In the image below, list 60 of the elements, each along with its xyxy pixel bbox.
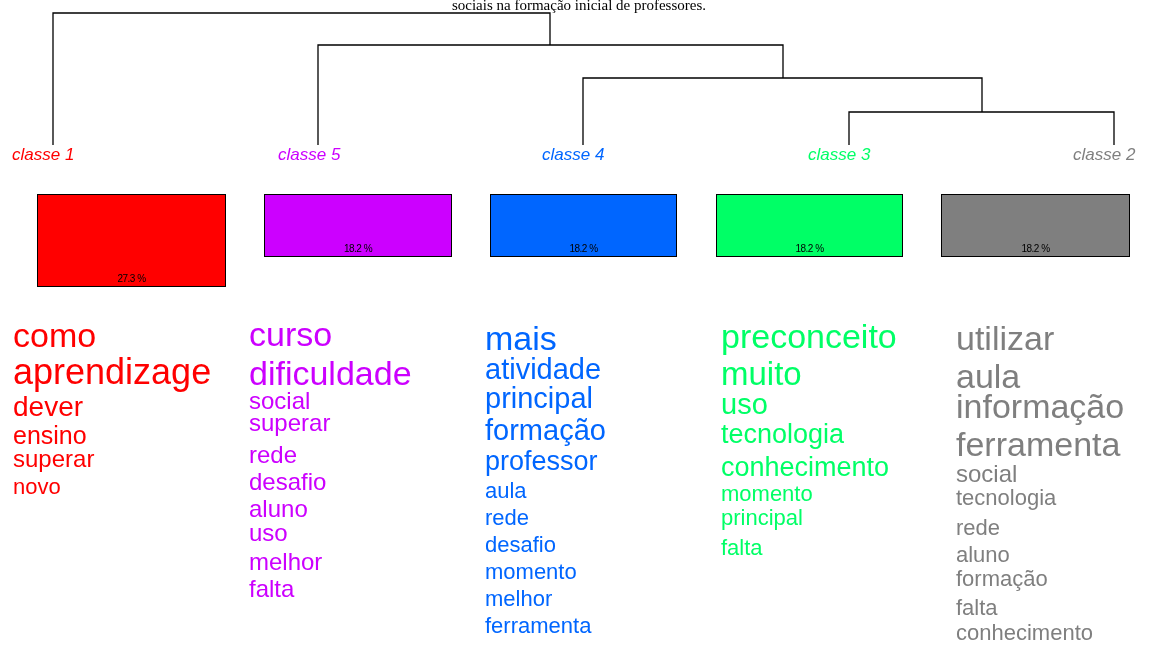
term-word: principal: [485, 384, 593, 414]
class-label: classe 1: [12, 146, 75, 163]
term-word: aula: [485, 479, 527, 502]
title: sociais na formação inicial de professores.: [450, 0, 708, 13]
term-word: momento: [721, 482, 813, 505]
term-word: uso: [721, 390, 768, 420]
percentage-label: 18.2 %: [568, 244, 599, 254]
term-word: social: [249, 388, 311, 413]
term-word: muito: [721, 356, 802, 390]
term-word: rede: [956, 516, 1001, 539]
term-word: atividade: [485, 355, 602, 385]
term-word: conhecimento: [721, 454, 890, 482]
percentage-label: 27.3 %: [116, 274, 147, 284]
percentage-label: 18.2 %: [342, 244, 374, 254]
term-word: aprendizage: [13, 354, 212, 391]
term-word: melhor: [485, 587, 553, 610]
term-word: professor: [485, 448, 598, 476]
term-word: novo: [13, 475, 61, 498]
class-bar: [716, 194, 903, 257]
class-label: classe 2: [1073, 146, 1136, 163]
term-word: uso: [249, 520, 288, 545]
term-word: aluno: [249, 496, 308, 521]
term-word: rede: [485, 506, 530, 529]
term-word: tecnologia: [956, 486, 1057, 509]
term-word: conhecimento: [956, 621, 1093, 644]
term-word: falta: [956, 596, 998, 619]
percentage-label: 18.2 %: [1020, 244, 1051, 254]
term-word: desafio: [249, 469, 327, 494]
term-word: momento: [485, 560, 577, 583]
term-word: preconceito: [721, 319, 897, 354]
term-word: falta: [721, 536, 763, 559]
term-word: aluno: [956, 543, 1010, 566]
term-word: ensino: [13, 423, 87, 449]
term-word: melhor: [249, 549, 323, 574]
class-label: classe 3: [808, 146, 871, 163]
term-word: desafio: [485, 533, 556, 556]
class-bar: [941, 194, 1130, 257]
percentage-label: 18.2 %: [794, 244, 825, 254]
term-word: superar: [13, 446, 95, 471]
term-word: rede: [249, 442, 298, 467]
term-word: mais: [485, 321, 557, 356]
term-word: dificuldade: [249, 356, 412, 391]
term-word: social: [956, 461, 1018, 486]
term-word: principal: [721, 506, 803, 529]
class-label: classe 4: [542, 146, 605, 163]
term-word: formação: [485, 416, 606, 446]
class-bar: [490, 194, 677, 257]
term-word: utilizar: [956, 321, 1055, 356]
term-word: ferramenta: [956, 427, 1121, 462]
class-bar: [37, 194, 226, 287]
term-word: curso: [249, 317, 333, 352]
term-word: dever: [13, 392, 84, 421]
term-word: como: [13, 318, 97, 353]
term-word: formação: [956, 567, 1048, 590]
term-word: falta: [249, 576, 295, 601]
term-word: tecnologia: [721, 421, 845, 449]
class-bar: [264, 194, 452, 257]
term-word: ferramenta: [485, 614, 592, 637]
term-word: superar: [249, 410, 331, 435]
class-label: classe 5: [278, 146, 341, 163]
